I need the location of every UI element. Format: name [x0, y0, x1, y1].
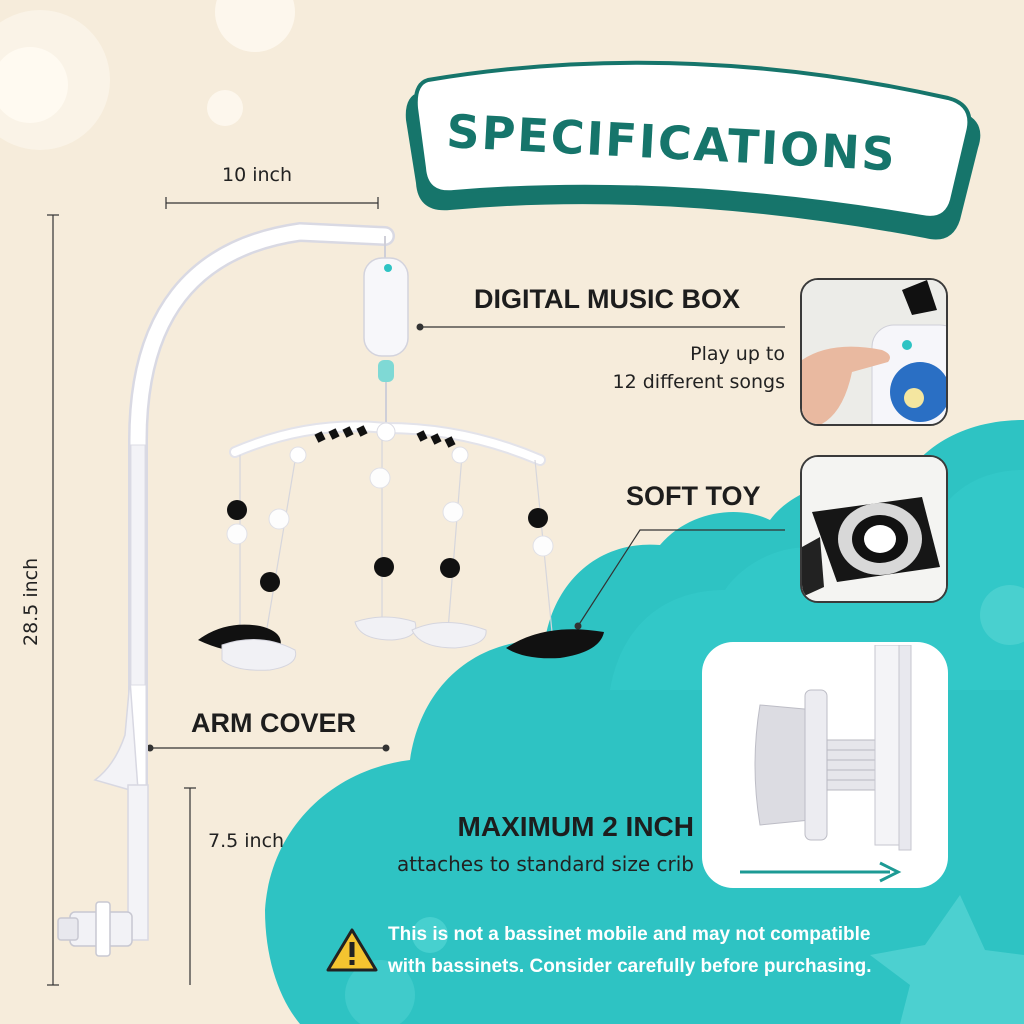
- arrow-right-icon: [740, 861, 902, 883]
- title-banner: [405, 60, 981, 240]
- clamp-heading: MAXIMUM 2 INCH: [457, 811, 694, 842]
- width-dimension-label: 10 inch: [222, 164, 293, 186]
- clamp-subtitle: attaches to standard size crib: [396, 852, 694, 876]
- warning-line1: This is not a bassinet mobile and may no…: [388, 924, 871, 945]
- warning-icon: [326, 928, 378, 972]
- clamp-photo: [705, 645, 945, 885]
- soft-toy-heading: SOFT TOY: [626, 481, 761, 511]
- music-box-heading: DIGITAL MUSIC BOX: [474, 284, 741, 314]
- arm-cover-heading: ARM COVER: [191, 708, 357, 738]
- music-box-desc-line1: Play up to: [690, 343, 785, 365]
- music-box-photo-art: [802, 280, 946, 424]
- soft-toy-photo-art: [802, 457, 946, 601]
- music-box-desc-line2: 12 different songs: [612, 371, 785, 393]
- soft-toy-photo: [800, 455, 948, 603]
- lower-dimension-label: 7.5 inch: [208, 830, 285, 852]
- warning-line2: with bassinets. Consider carefully befor…: [388, 956, 872, 977]
- music-box-photo: [800, 278, 948, 426]
- clamp-photo-art: [705, 645, 945, 885]
